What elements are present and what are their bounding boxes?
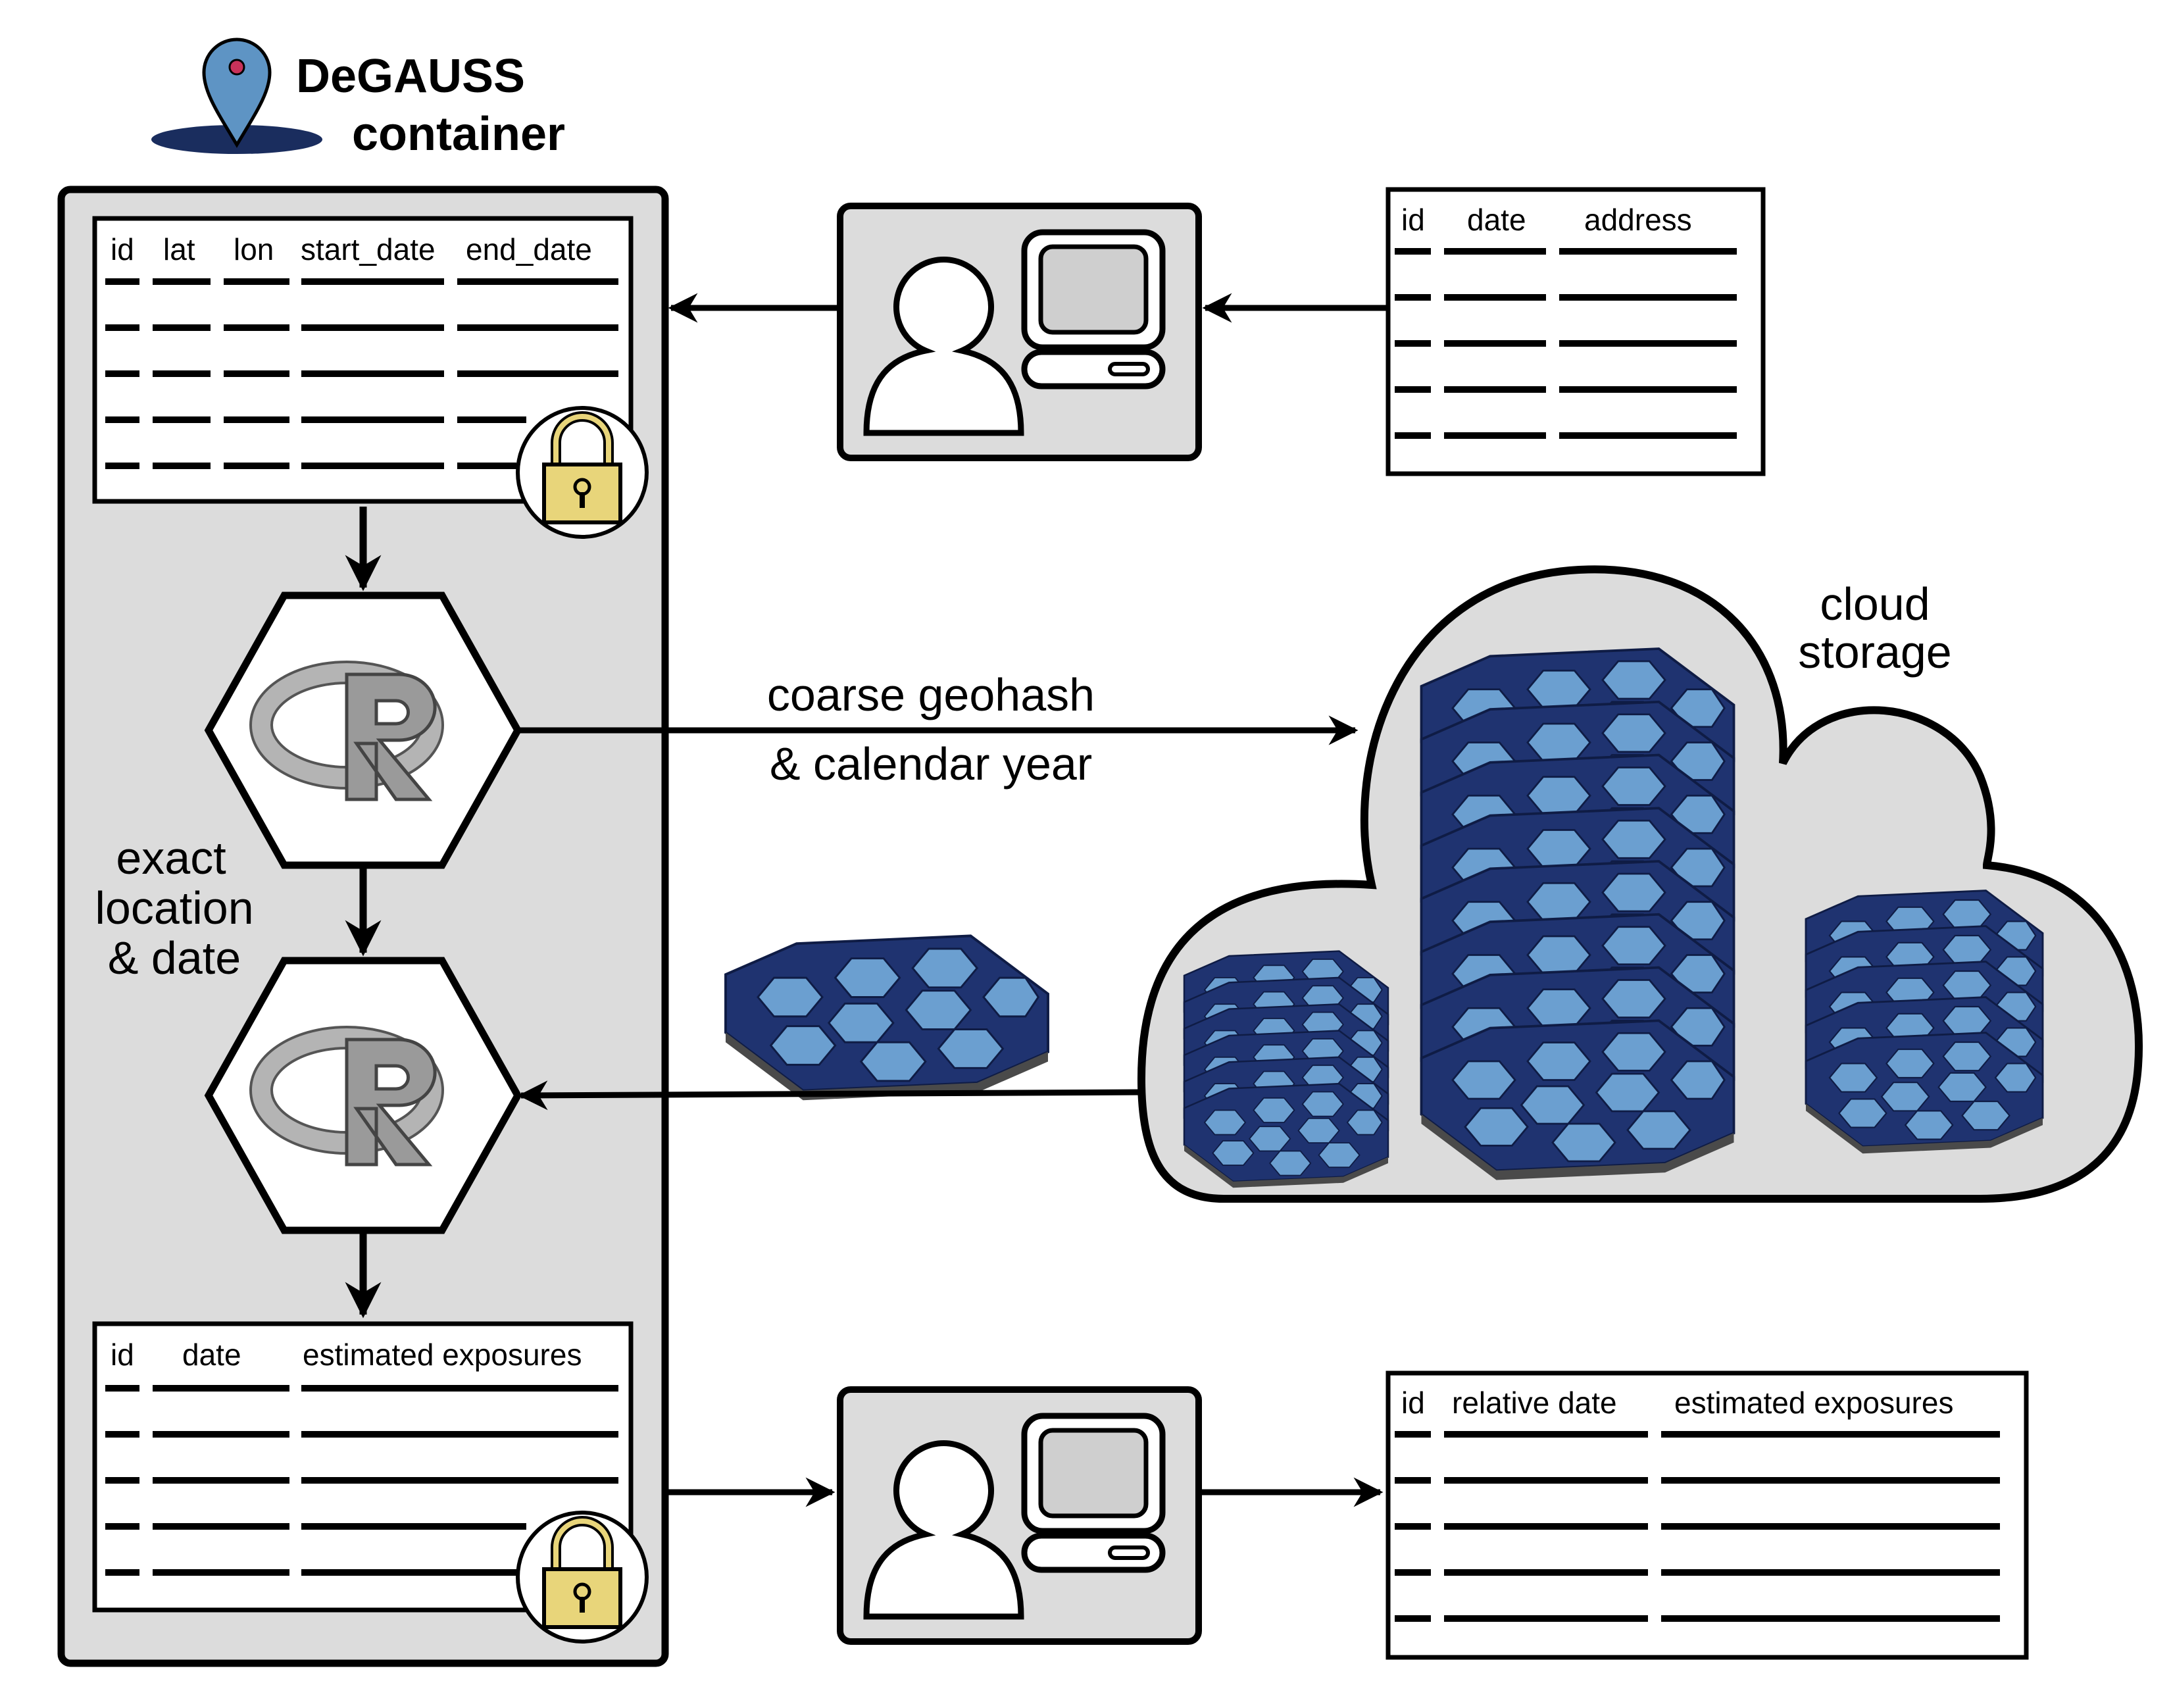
col-header: estimated exposures [1674, 1386, 1953, 1420]
exact-location-label: exact [116, 832, 226, 884]
tile-stack-small [1183, 950, 1389, 1189]
location-pin-icon [202, 38, 272, 148]
request-label: coarse geohash [767, 669, 1095, 720]
cloud-label: storage [1798, 626, 1951, 678]
container-subtitle: container [352, 108, 565, 161]
geocoded-table: id lat lon start_date end_date [92, 216, 647, 537]
col-header: end_date [466, 232, 592, 266]
input-table: id date address [1385, 187, 1766, 476]
degauss-logo: DeGAUSS container [151, 38, 565, 161]
col-header: id [1401, 203, 1425, 237]
col-header: estimated exposures [303, 1338, 582, 1372]
returned-tile [724, 934, 1049, 1102]
tile-stack-medium [1805, 890, 2044, 1155]
col-header: date [182, 1338, 241, 1372]
col-header: relative date [1452, 1386, 1617, 1420]
tile-stack-large [1420, 647, 1735, 1182]
padlock-icon [518, 1513, 647, 1642]
cloud-label: cloud [1820, 578, 1930, 630]
exact-location-label: location [95, 882, 253, 934]
output-table: id relative date estimated exposures [1385, 1370, 2029, 1660]
col-header: lat [163, 232, 195, 266]
exact-location-label: & date [108, 932, 241, 984]
user-computer-icon [840, 1390, 1199, 1642]
table-rows [105, 278, 618, 469]
container-title: DeGAUSS [296, 50, 525, 103]
col-header: lon [234, 232, 274, 266]
exposure-table: id date estimated exposures [92, 1321, 647, 1642]
col-header: id [111, 1338, 134, 1372]
col-header: address [1584, 203, 1692, 237]
table-rows [105, 1385, 618, 1576]
request-label: & calendar year [770, 738, 1092, 790]
col-header: date [1467, 203, 1526, 237]
col-header: id [1401, 1386, 1425, 1420]
user-computer-icon [840, 206, 1199, 458]
padlock-icon [518, 408, 647, 537]
return-arrow [518, 1080, 1145, 1111]
col-header: id [111, 232, 134, 266]
table-rows [1395, 1431, 2000, 1622]
col-header: start_date [301, 232, 436, 266]
table-rows [1395, 248, 1737, 439]
